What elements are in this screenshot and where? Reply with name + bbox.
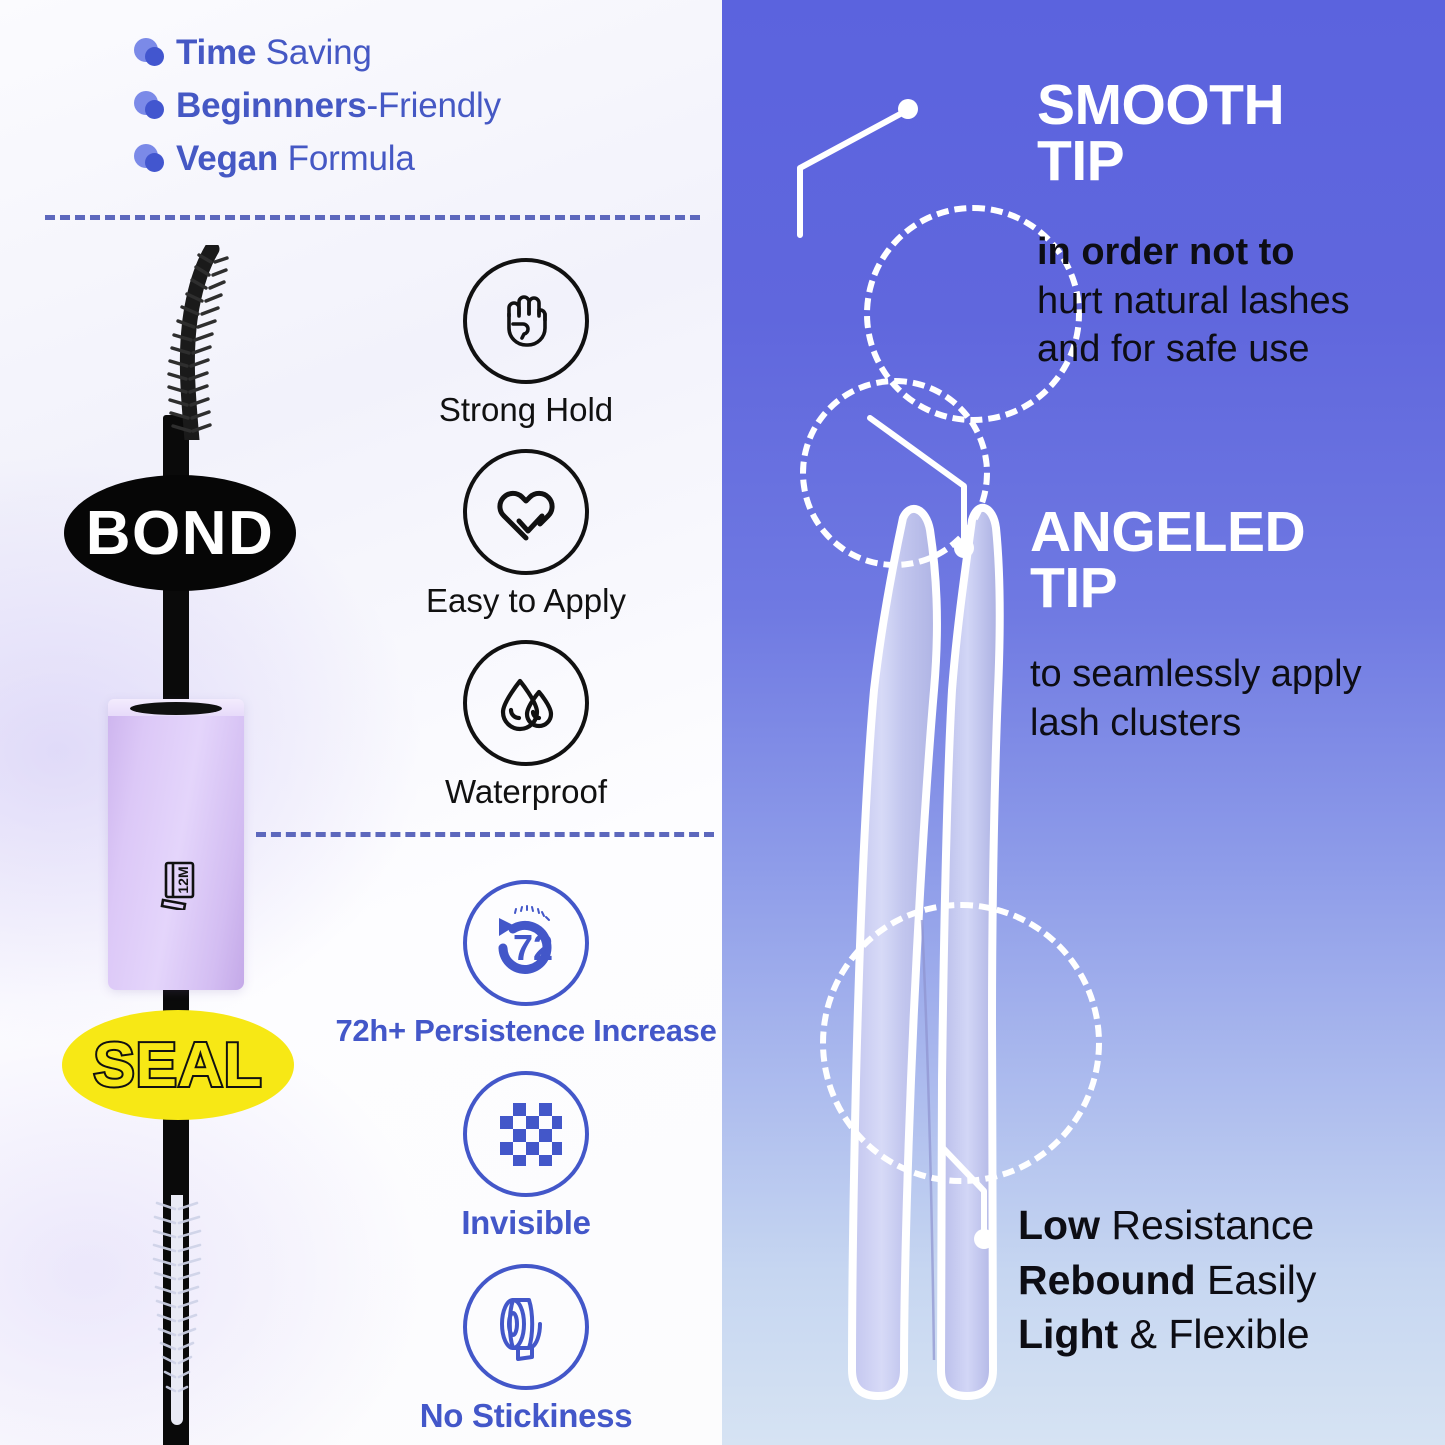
bullet-strong: Beginnners: [176, 85, 367, 125]
feature-label: Invisible: [461, 1204, 591, 1241]
bottle-mouth: [130, 702, 222, 715]
feature-waterproof: Waterproof: [445, 640, 607, 811]
feature-no-stickiness: No Stickiness: [420, 1264, 633, 1435]
seal-label-badge: SEAL: [62, 1010, 294, 1120]
left-panel: Time Saving Beginnners-Friendly Vegan Fo…: [0, 0, 722, 1445]
bond-label-text: BOND: [85, 498, 275, 568]
feature-icons-bottom-group: 72 72h+ Persistence Increase Invisible: [330, 880, 722, 1435]
list-item: Beginnners-Friendly: [132, 79, 692, 132]
feature-easy-to-apply: Easy to Apply: [426, 449, 626, 620]
bullet-rest: Formula: [278, 138, 415, 178]
feature-label: No Stickiness: [419, 1397, 633, 1434]
flexible-body-highlight-circle: [820, 902, 1102, 1184]
persistence-badge-value: 72: [513, 927, 553, 968]
list-item: Time Saving: [132, 26, 692, 79]
right-panel: [722, 0, 1445, 1445]
checkerboard-icon: [462, 1071, 589, 1197]
water-droplets-icon: [462, 640, 589, 766]
bullet-label: Vegan Formula: [176, 139, 415, 179]
pao-months-label: 12M: [175, 866, 191, 893]
heart-check-icon: [462, 449, 589, 575]
feature-label: Easy to Apply: [426, 582, 626, 619]
feature-label: Waterproof: [444, 773, 607, 810]
low-resistance-callout-line: [922, 1125, 1102, 1265]
feature-icons-top-group: Strong Hold Easy to Apply: [330, 258, 722, 811]
seal-label-text: SEAL: [91, 1029, 263, 1102]
open-jar-period-after-opening-icon: 12M: [138, 850, 214, 912]
angeled-tip-highlight-circle: [800, 378, 990, 568]
72-hour-rotation-icon: 72: [463, 880, 589, 1006]
bond-and-seal-product-image: 12M BOND SEAL: [0, 245, 360, 1445]
fist-icon: [462, 258, 589, 384]
bond-bottle: 12M: [108, 699, 244, 990]
double-circle-bullet-icon: [132, 36, 176, 70]
feature-strong-hold: Strong Hold: [439, 258, 613, 429]
bullet-strong: Time: [176, 32, 257, 72]
double-circle-bullet-icon: [132, 142, 176, 176]
feature-label: 72h+ Persistence Increase: [335, 1013, 717, 1048]
smooth-tip-callout-line: [722, 60, 972, 260]
dashed-divider-middle: [256, 832, 714, 837]
clear-spiral-brush-icon: [135, 1189, 220, 1435]
mascara-spiral-brush-icon: [140, 245, 230, 440]
feature-persistence: 72 72h+ Persistence Increase: [335, 880, 717, 1049]
double-circle-bullet-icon: [132, 89, 176, 123]
list-item: Vegan Formula: [132, 132, 692, 185]
bullet-label: Time Saving: [176, 33, 372, 73]
dashed-divider-top: [45, 215, 700, 220]
bond-label-badge: BOND: [64, 475, 296, 591]
angeled-tip-callout-line: [852, 400, 1072, 590]
feature-invisible: Invisible: [461, 1071, 591, 1242]
feature-bullet-list: Time Saving Beginnners-Friendly Vegan Fo…: [132, 26, 692, 185]
bullet-rest: -Friendly: [366, 85, 502, 125]
bullet-label: Beginnners-Friendly: [176, 86, 501, 126]
tape-roll-icon: [463, 1264, 589, 1390]
bullet-strong: Vegan: [176, 138, 279, 178]
bullet-rest: Saving: [256, 32, 372, 72]
feature-label: Strong Hold: [438, 391, 614, 428]
